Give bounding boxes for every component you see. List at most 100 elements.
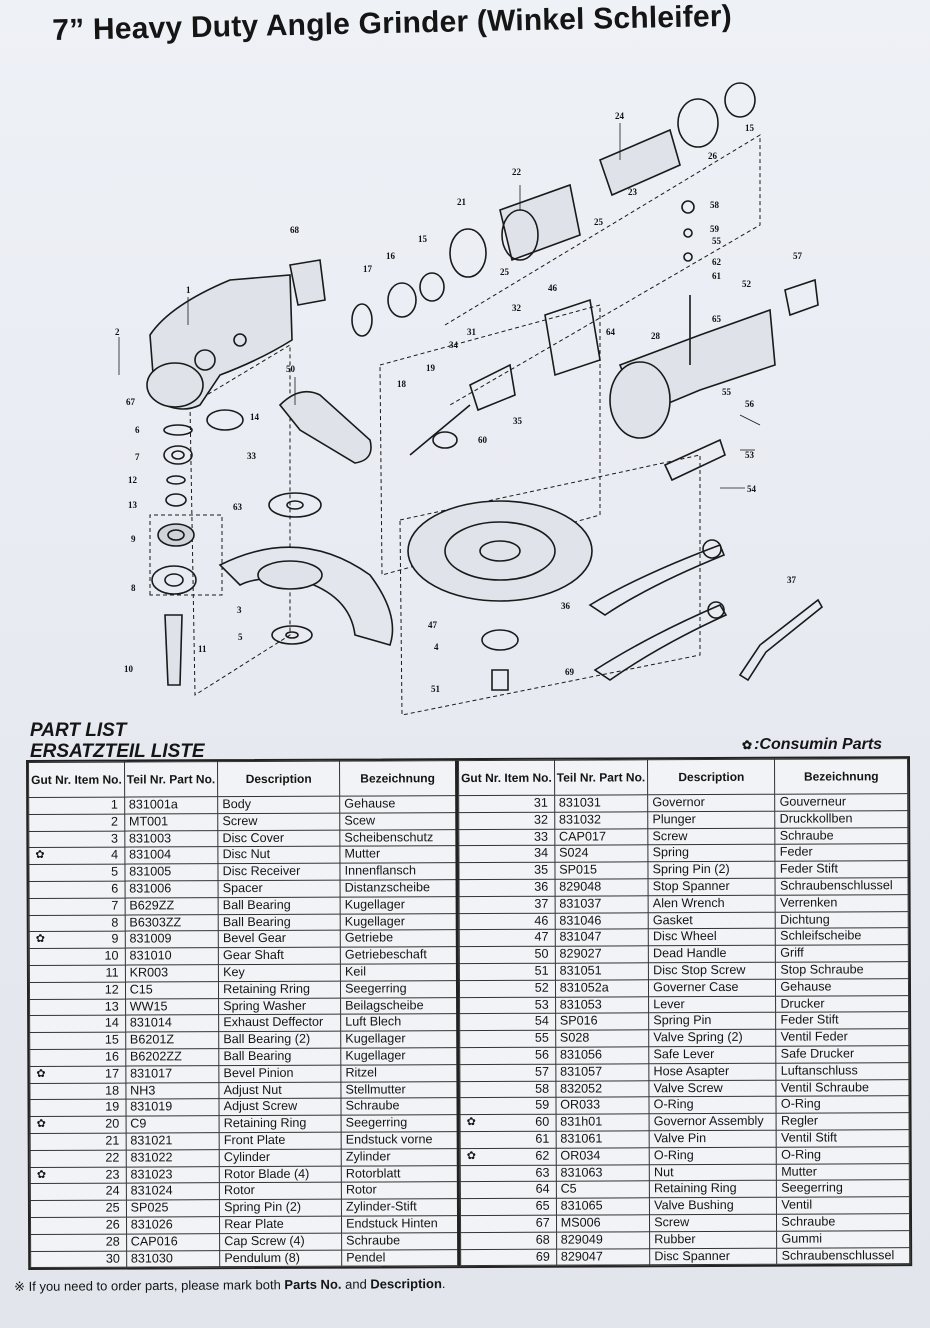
part-no-cell: B6202ZZ [125,1048,219,1066]
description-cell: Stop Spanner [648,878,776,896]
item-no-cell: ✿17 [29,1065,126,1084]
diagram-label-1: 1 [186,285,191,295]
diagram-label-8: 8 [131,583,136,593]
description-cell: Disc Receiver [218,863,341,881]
part-no-cell: KR003 [125,964,219,982]
item-no-cell: ✿60 [460,1114,556,1132]
bezeichnung-cell: Safe Drucker [776,1045,909,1063]
item-no-cell: 5 [28,864,125,882]
diagram-label-55a: 55 [712,236,722,246]
header-part-no: Teil Nr. Part No. [554,759,648,796]
flower-icon: ✿ [36,1118,46,1131]
item-no-cell: 19 [29,1099,126,1117]
description-cell: Screw [647,827,776,846]
item-no-text: 33 [533,829,549,844]
bezeichnung-cell: Kugellager [340,896,458,914]
bezeichnung-cell: Getriebe [340,929,458,948]
flower-icon: ✿ [36,1067,46,1080]
bezeichnung-cell: Stellmutter [340,1081,458,1099]
part-no-cell: WW15 [125,998,219,1016]
part-no-cell: 831065 [556,1197,650,1216]
item-no-text: 4 [111,847,119,863]
item-no-cell: 21 [30,1133,126,1151]
item-no-cell: 34 [458,845,555,863]
item-no-cell: ✿4 [28,847,125,865]
diagram-label-56: 56 [745,399,755,409]
part-no-cell: 831021 [125,1132,220,1150]
part-no-cell: 831003 [124,830,219,848]
item-no-cell: 47 [459,929,556,947]
part-table-right: Gut Nr. Item No. Teil Nr. Part No. Descr… [458,758,910,1266]
item-no-text: 50 [534,946,549,961]
description-cell: Retaining Ring [219,1115,342,1133]
part-no-cell: 831061 [555,1130,650,1148]
diagram-label-17: 17 [363,264,373,274]
item-no-text: 9 [111,931,119,947]
item-no-cell: 53 [459,996,556,1014]
bezeichnung-cell: Schraube [341,1097,459,1116]
bezeichnung-cell: Getriebeschaft [340,946,458,965]
bezeichnung-cell: Schleifscheibe [775,928,909,946]
part-no-cell: C5 [556,1181,650,1199]
bezeichnung-cell: Kugellager [340,1047,458,1065]
part-list-title: PART LIST [30,720,127,741]
diagram-label-68: 68 [290,225,300,235]
part-no-cell: OR033 [555,1097,650,1115]
order-note-prefix: If you need to order parts, please mark … [28,1277,285,1294]
bezeichnung-cell: O-Ring [776,1095,910,1114]
description-cell: Key [218,964,341,982]
exploded-view-drawing: 1 2 3 4 5 6 7 8 9 10 11 12 13 14 15 15 1… [115,82,824,715]
bezeichnung-cell: Innenflansch [340,862,458,881]
bezeichnung-cell: Gehause [339,795,457,813]
bezeichnung-cell: Seegerring [341,1114,459,1133]
bezeichnung-cell: Zylinder [341,1148,459,1166]
diagram-label-18: 18 [397,379,407,389]
diagram-label-7: 7 [135,452,140,462]
diagram-label-59: 59 [710,224,720,234]
description-cell: Disc Stop Screw [648,962,776,980]
part-no-cell: CAP016 [126,1233,220,1251]
bezeichnung-cell: Mutter [339,846,457,864]
item-no-cell: 6 [29,881,125,899]
description-cell: Alen Wrench [648,895,776,913]
item-no-cell: 55 [459,1030,556,1048]
table-header-row: Gut Nr. Item No. Teil Nr. Part No. Descr… [28,760,457,798]
diagram-label-67: 67 [126,397,136,407]
bezeichnung-cell: Luftanschluss [776,1062,909,1080]
header-item-no: Gut Nr. Item No. [28,762,125,798]
part-no-cell: 831046 [554,912,649,930]
description-cell: Spacer [218,880,341,898]
description-cell: Governor Assembly [649,1113,777,1131]
diagram-label-62: 62 [712,257,722,267]
item-no-text: 6 [111,881,119,896]
description-cell: Spring [648,844,776,862]
diagram-label-9: 9 [131,534,136,544]
description-cell: Front Plate [219,1132,342,1150]
part-no-cell: C15 [125,981,219,999]
diagram-label-57: 57 [793,251,803,261]
part-no-cell: B6201Z [125,1031,219,1050]
part-no-cell: 829047 [556,1248,650,1266]
bezeichnung-cell: Endstuck vorne [341,1131,459,1149]
bezeichnung-cell: Zylinder-Stift [341,1198,459,1217]
part-no-cell: 831014 [125,1015,219,1033]
bezeichnung-cell: Schraube [776,1213,910,1231]
item-no-cell: 3 [28,830,125,848]
bezeichnung-cell: Feder [775,844,908,862]
order-note-mid: and [341,1276,371,1292]
part-no-cell: 832052 [555,1080,650,1098]
